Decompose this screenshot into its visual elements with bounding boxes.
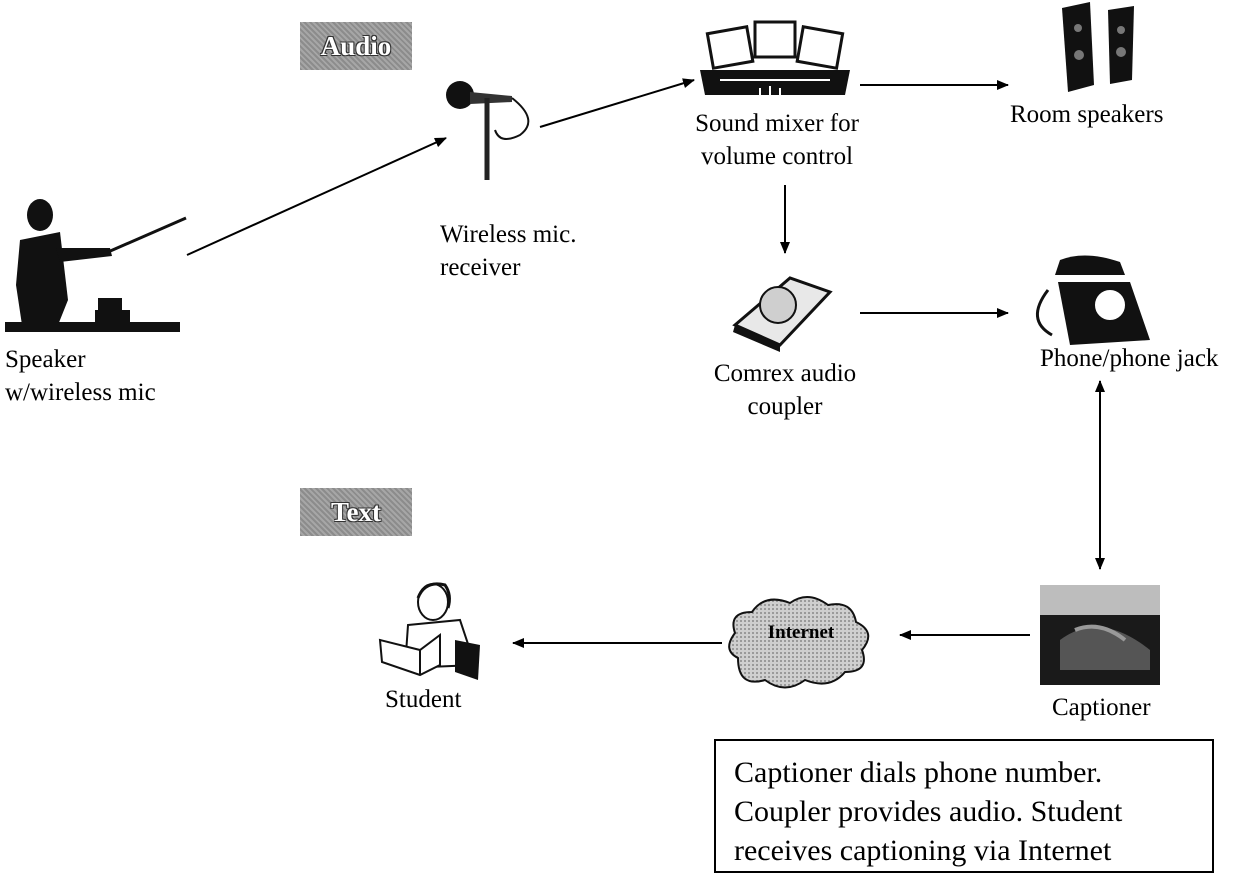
coupler-label: Comrex audio coupler [690, 357, 880, 423]
speaker-label-line1: Speaker [5, 346, 86, 373]
speaker-label: Speaker w/wireless mic [5, 343, 156, 409]
speaker-figure-icon [5, 199, 187, 332]
coupler-label-line1: Comrex audio [713, 360, 857, 387]
sound-mixer-icon [700, 20, 850, 95]
student-reading-icon [378, 582, 480, 680]
phone-label: Phone/phone jack [1040, 345, 1219, 372]
arrow-speaker-to-mic [186, 137, 447, 256]
captioner-photo-icon [1040, 585, 1160, 685]
audio-section-tag: Audio [300, 22, 412, 70]
telephone-icon [1036, 255, 1150, 345]
mic-receiver-label: Wireless mic. receiver [440, 218, 576, 284]
mixer-label: Sound mixer for volume control [682, 107, 872, 173]
explanation-note: Captioner dials phone number. Coupler pr… [714, 739, 1214, 873]
student-label: Student [385, 686, 462, 713]
microphone-icon [446, 81, 530, 180]
room-speakers-label: Room speakers [1010, 101, 1164, 128]
captioner-label: Captioner [1052, 694, 1151, 721]
mixer-label-line1: Sound mixer for [695, 110, 859, 137]
internet-cloud-icon [728, 596, 870, 689]
speaker-label-line2: w/wireless mic [5, 379, 156, 406]
mic-receiver-label-line1: Wireless mic. [440, 221, 577, 248]
text-section-tag: Text [300, 488, 412, 536]
coupler-label-line2: coupler [747, 393, 823, 420]
mixer-label-line2: volume control [700, 143, 854, 170]
mic-receiver-label-line2: receiver [440, 254, 521, 281]
audio-coupler-icon [732, 276, 833, 352]
arrow-mic-to-mixer [539, 78, 695, 128]
room-speakers-icon [1062, 2, 1134, 92]
internet-label: Internet [767, 622, 835, 643]
